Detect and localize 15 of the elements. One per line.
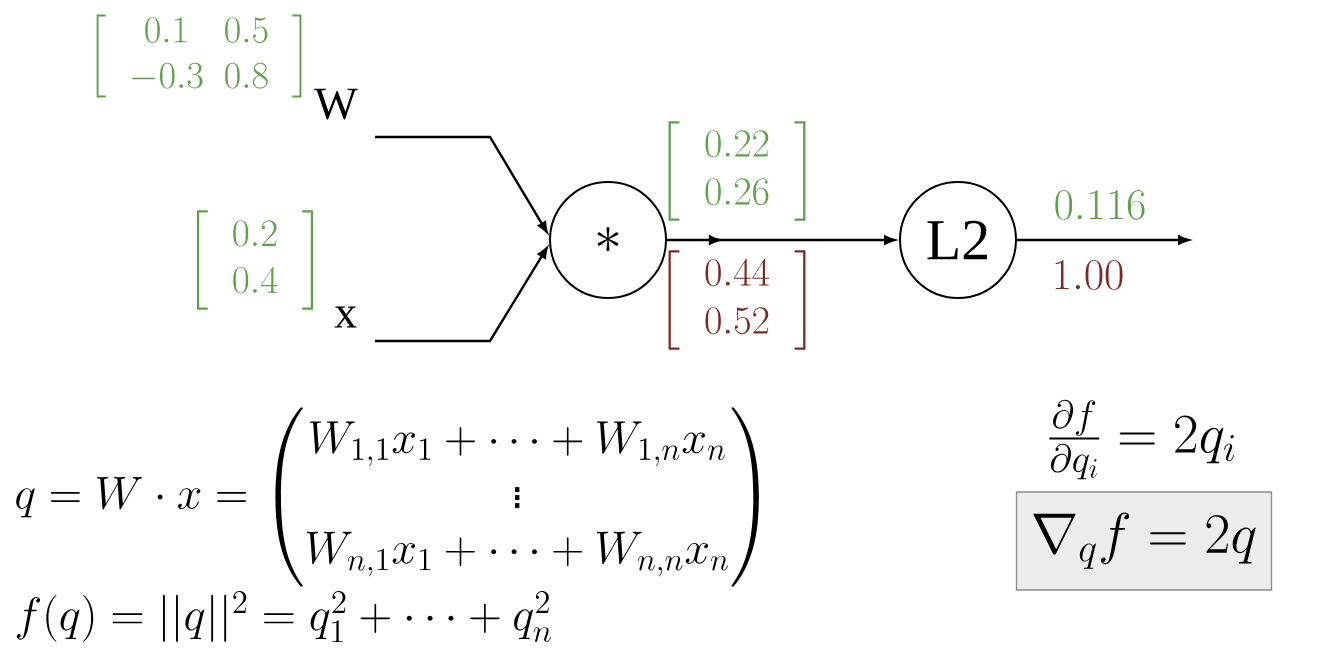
arrow [667,235,896,245]
value-label: $1.00$ [1055,260,1123,290]
input-label: W [314,88,358,120]
boxed-formula: $\nabla_q f = 2q$ [1015,491,1273,591]
value-matrix: $\begin{bmatrix} 0.22 \\ 0.26 \end{bmatrix}$ [668,121,806,221]
value-matrix: $\begin{bmatrix} 0.44 \\ 0.52 \end{bmatrix}$ [668,250,806,350]
formula: $f(q) = ||q||^2 = q_1^2 + \cdots + q_n^2$ [16,591,551,643]
value-matrix: $\begin{bmatrix} 0.1 & 0.5 \\ -0.3 & 0.8 \end{bmatrix}$ [96,14,302,98]
value-matrix: $\begin{bmatrix} 0.2 \\ 0.4 \end{bmatrix}$ [196,210,314,310]
arrow [375,135,548,233]
formula: $q = W \cdot x = \begin{pmatrix} W_{1,1}x_1 + \cdots + W_{1,n}x_n \\ \vdots \\ W_{n,1}x_1 + \cdots + W_{n,n}x_n \end{pmatrix}$ [16,407,759,587]
input-label: x [334,306,357,328]
arrow [1017,235,1190,245]
value-label: $0.116$ [1055,190,1145,220]
arrow [375,247,548,343]
